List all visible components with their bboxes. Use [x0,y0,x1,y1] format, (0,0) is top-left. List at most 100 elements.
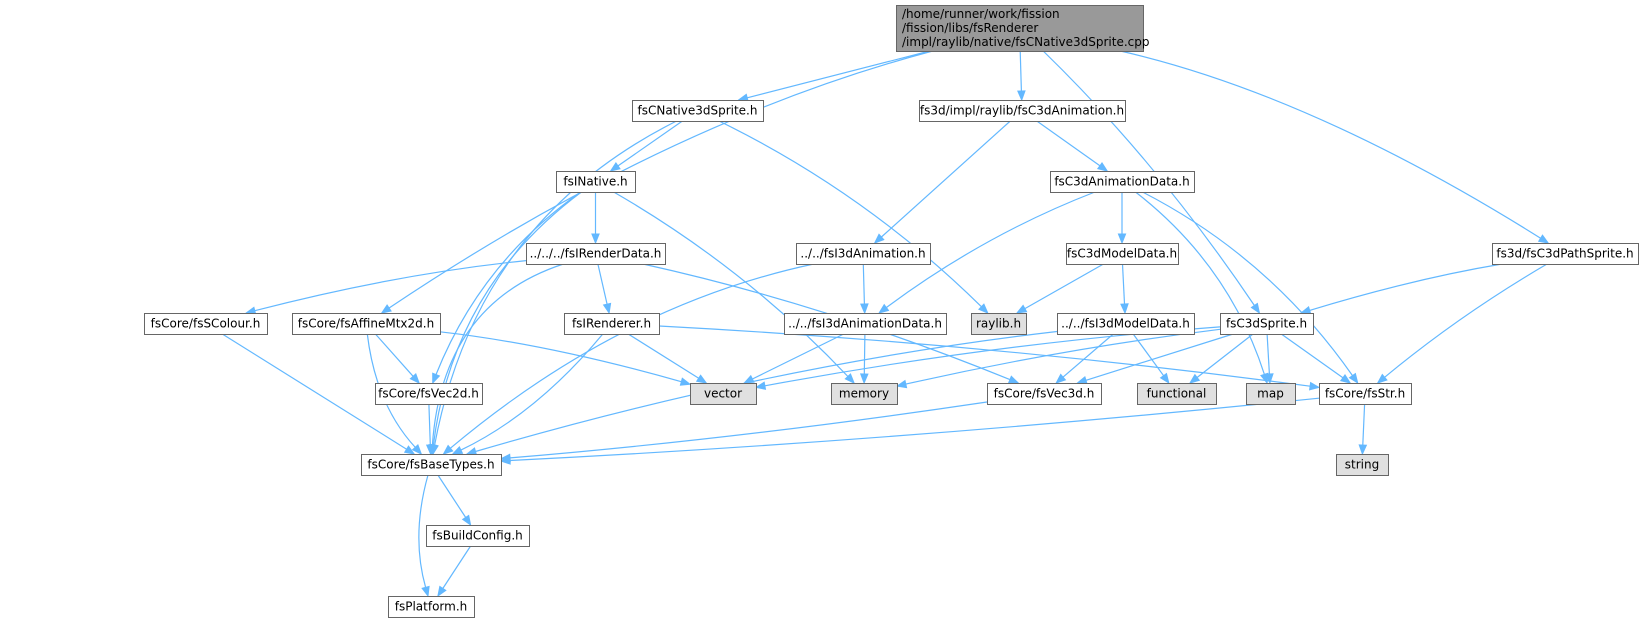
node-fsPlatform_h[interactable]: fsPlatform.h [388,596,475,618]
edge-line [617,120,683,167]
node-box [796,243,931,265]
edge-fsAffineMtx2d_h-to-vector [439,331,692,386]
edge-arrowhead [1348,372,1359,385]
node-box [971,313,1027,335]
node-vector: vector [690,383,757,405]
edge-arrowhead [1250,302,1261,315]
edge-line [1196,333,1254,378]
node-fsC3dPathSprite_h[interactable]: fs3d/fsC3dPathSprite.h [1492,243,1639,265]
node-fsSColour_h[interactable]: fsCore/fsSColour.h [144,313,268,335]
node-fsVec3d_h[interactable]: fsCore/fsVec3d.h [987,383,1102,405]
edge-arrowhead [859,373,869,385]
edge-fsC3dAnimationData_h-to-fsC3dModelData_h [1117,192,1127,245]
node-label: string [1345,458,1379,472]
edge-root-to-fsC3dPathSprite_h [1120,50,1550,244]
edge-fsINative_h-to-fsBaseTypes_h [429,191,582,456]
node-box [784,313,947,335]
node-label: fsIRenderer.h [572,317,651,331]
node-fsBaseTypes_h[interactable]: fsCore/fsBaseTypes.h [361,454,502,476]
edge-arrowhead [1076,376,1088,385]
edge-fsC3dSprite_h-to-map [1265,333,1274,385]
node-fsStr_h[interactable]: fsCore/fsStr.h [1319,383,1412,405]
node-string: string [1336,454,1389,476]
edge-arrowhead [1096,162,1109,172]
node-box [1066,243,1179,265]
edge-line [439,331,682,383]
node-box [1220,313,1314,335]
edge-line [1121,263,1126,305]
edge-arrowhead [1299,306,1312,315]
node-fsC3dSprite_h[interactable]: fsC3dSprite.h [1220,313,1314,335]
edge-line [863,333,866,375]
node-box [388,596,475,618]
edge-fsCNative3dSprite_h-to-fsINative_h [609,120,683,172]
node-fsI3dAnimation_h[interactable]: ../../fsI3dAnimation.h [796,243,931,265]
node-label: fsCore/fsBaseTypes.h [367,458,494,472]
edge-fsIRenderer_h-to-vector [627,333,708,384]
node-label: memory [839,387,889,401]
edge-fsCNative3dSprite_h-to-raylib_h [718,120,989,314]
node-memory: memory [831,383,898,405]
node-box [426,525,530,547]
edge-fsINative_h-to-fsIRenderData_h [591,191,600,245]
node-fsI3dModelData_h[interactable]: ../../fsI3dModelData.h [1057,313,1195,335]
edge-arrowhead [465,447,478,456]
node-fsINative_h[interactable]: fsINative.h [556,171,636,193]
edge-fsBaseTypes_h-to-fsBuildConfig_h [437,474,472,527]
edge-line [880,120,1011,238]
node-label: fsCore/fsVec3d.h [994,387,1095,401]
node-fsC3dModelData_h[interactable]: fsC3dModelData.h [1066,243,1179,265]
edge-line [442,545,472,589]
node-label: fsC3dModelData.h [1067,247,1177,261]
edge-line [1266,333,1270,375]
node-fsVec2d_h[interactable]: fsCore/fsVec2d.h [375,383,483,405]
node-label: vector [704,387,742,401]
edge-fsC3dModelData_h-to-fsI3dModelData_h [1120,263,1129,315]
edge-line [475,330,1058,453]
node-functional: functional [1137,383,1217,405]
node-root[interactable]: /home/runner/work/fission/fission/libs/f… [896,5,1150,52]
edge-fsVec3d_h-to-fsBaseTypes_h [499,401,988,463]
node-fsI3dAnimationData_h[interactable]: ../../fsI3dAnimationData.h [784,313,947,335]
edge-arrowhead [1017,90,1026,102]
node-label: ../../fsI3dAnimationData.h [788,317,942,331]
node-box [375,383,483,405]
node-box [690,383,757,405]
node-fsIRenderData_h[interactable]: ../../../fsIRenderData.h [526,243,666,265]
node-box [144,313,268,335]
node-map: map [1246,383,1296,405]
node-label: fsC3dSprite.h [1226,317,1307,331]
node-fsIRenderer_h[interactable]: fsIRenderer.h [564,313,660,335]
node-box [1050,171,1195,193]
edge-fsBuildConfig_h-to-fsPlatform_h [437,545,472,598]
node-fsAffineMtx2d_h[interactable]: fsCore/fsAffineMtx2d.h [292,313,441,335]
node-label: map [1257,387,1284,401]
edge-arrowhead [602,302,612,315]
node-box [292,313,441,335]
edge-fsIRenderData_h-to-fsIRenderer_h [597,263,612,315]
edge-fsC3dPathSprite_h-to-fsC3dSprite_h [1299,263,1503,315]
edge-arrowhead [1188,373,1201,384]
edge-line [428,403,431,446]
edge-fsBaseTypes_h-to-fsPlatform_h [418,474,430,598]
edge-fsI3dModelData_h-to-fsVec3d_h [1055,333,1114,384]
node-label: ../../fsI3dModelData.h [1061,317,1190,331]
node-fsC3dAnimationData_h[interactable]: fsC3dAnimationData.h [1050,171,1195,193]
node-label: ../../../fsIRenderData.h [530,247,662,261]
edge-line [1024,263,1104,310]
edge-root-to-fsC3dAnimation_h [1017,50,1026,102]
node-fsC3dAnimation_h[interactable]: fs3d/impl/raylib/fsC3dAnimation.h [919,100,1126,122]
node-fsCNative3dSprite_h[interactable]: fsCNative3dSprite.h [632,100,764,122]
edge-line [221,333,407,450]
node-label: fsCore/fsStr.h [1325,387,1405,401]
edge-arrowhead [978,303,989,314]
node-fsBuildConfig_h[interactable]: fsBuildConfig.h [426,525,530,547]
edge-arrowhead [895,379,908,389]
node-box [1246,383,1296,405]
node-label: fsCore/fsVec2d.h [378,387,479,401]
nodes-layer: /home/runner/work/fission/fission/libs/f… [144,5,1639,618]
edge-arrowhead [1537,234,1550,244]
node-label: fsINative.h [563,175,627,189]
edge-line [509,401,988,459]
edge-line [1042,50,1255,306]
